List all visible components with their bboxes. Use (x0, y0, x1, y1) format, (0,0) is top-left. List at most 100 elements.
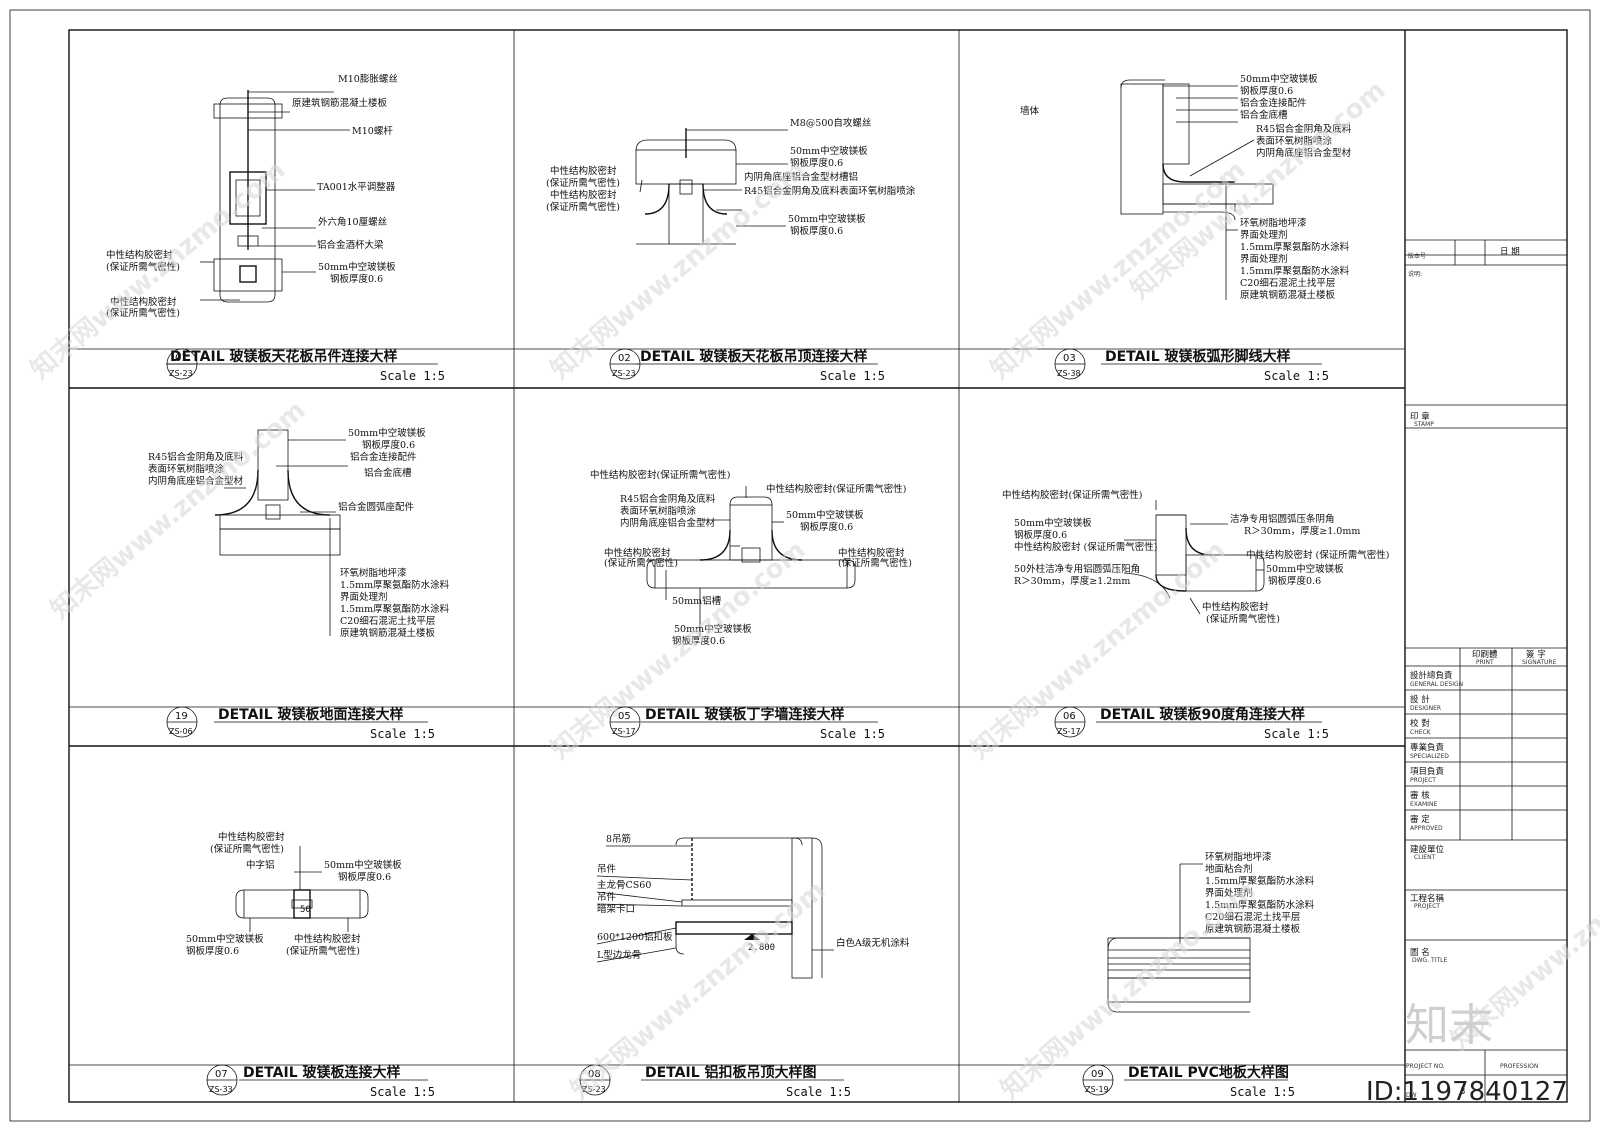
version-label: 版本号 (1408, 252, 1426, 260)
callout-label: 50mm中空玻镁板 (318, 261, 396, 273)
detail-07-drawing (235, 889, 369, 919)
callout-label: R＞30mm，厚度≥1.0mm (1244, 525, 1360, 537)
sheet-reference: ZS-23 (612, 369, 636, 378)
role-label: 審 定 (1410, 814, 1430, 825)
callout-label: 中性结构胶密封(保证所需气密性) (590, 469, 730, 481)
callout-label: 50 (300, 905, 311, 915)
callout-label: 原建筑钢筋混凝土楼板 (1240, 289, 1336, 301)
detail-05-drawing (646, 496, 856, 589)
callout-label: 铝合金圆弧座配件 (338, 501, 415, 513)
detail-06-drawing (1123, 514, 1265, 599)
annotation-labels: M10膨胀螺丝原建筑钢筋混凝土楼板M10螺杆TA001水平调整器外六角10厘螺丝… (106, 73, 1389, 963)
detail-scale: Scale 1:5 (820, 369, 885, 383)
callout-label: 吊件 (597, 891, 617, 903)
detail-scale: Scale 1:5 (1264, 727, 1329, 741)
callout-label: 原建筑钢筋混凝土楼板 (292, 97, 388, 109)
callout-label: 钢板厚度0.6 (362, 439, 415, 451)
detail-drawings (213, 79, 1274, 1013)
callout-label: 原建筑钢筋混凝土楼板 (340, 627, 436, 639)
callout-label: 中性结构胶密封 (保证所需气密性) (1014, 541, 1157, 553)
svg-text:PROJECT NO.: PROJECT NO. (1406, 1063, 1445, 1070)
svg-text:DWG. TITLE: DWG. TITLE (1412, 957, 1447, 964)
callout-label: (保证所需气密性) (604, 557, 678, 569)
callout-label: 环氧树脂地坪漆 (340, 567, 407, 579)
callout-label: 表面环氧树脂喷涂 (620, 505, 697, 517)
detail-scale: Scale 1:5 (1230, 1085, 1295, 1099)
svg-text:PROJECT: PROJECT (1414, 903, 1440, 910)
callout-label: (保证所需气密性) (210, 843, 284, 855)
callout-label: 洁净专用铝圆弧压条阴角 (1230, 513, 1335, 525)
svg-text:DW: DW (1406, 1092, 1417, 1099)
sheet-reference: ZS-23 (582, 1085, 606, 1094)
callout-label: R＞30mm，厚度≥1.2mm (1014, 575, 1130, 587)
role-label-en: GENERAL DESIGN (1410, 681, 1463, 688)
detail-number: 02 (618, 353, 631, 364)
svg-text:SIGNATURE: SIGNATURE (1522, 659, 1557, 666)
callout-label: 钢板厚度0.6 (186, 945, 239, 957)
stamp-label: 印 章 (1410, 411, 1430, 422)
svg-text:工程名稱: 工程名稱 (1410, 893, 1445, 904)
detail-08-drawing (675, 837, 823, 979)
callout-label: 50外柱洁净专用铝圆弧压阳角 (1014, 563, 1140, 575)
callout-label: 1.5mm厚聚氨酯防水涂料 (340, 603, 450, 615)
callout-label: 钢板厚度0.6 (672, 635, 725, 647)
callout-label: 铝合金底槽 (364, 467, 412, 479)
role-label-en: CHECK (1410, 729, 1432, 736)
callout-label: 铝合金底槽 (1240, 109, 1288, 121)
callout-label: 主龙骨CS60 (597, 879, 651, 891)
svg-text:PRINT: PRINT (1476, 659, 1494, 666)
callout-label: 50mm中空玻镁板 (790, 145, 868, 157)
callout-label: M10螺杆 (352, 125, 393, 137)
detail-scale: Scale 1:5 (786, 1085, 851, 1099)
watermark-id: ID:1197840127 (1366, 1077, 1568, 1107)
callout-label: 中性结构胶密封(保证所需气密性) (766, 483, 906, 495)
callout-label: 中性结构胶密封 (294, 933, 361, 945)
detail-number: 01 (175, 353, 188, 364)
detail-03-drawing (1120, 79, 1274, 221)
detail-number: 06 (1063, 711, 1076, 722)
svg-text:CLIENT: CLIENT (1414, 854, 1436, 861)
sheet-reference: ZS-06 (169, 727, 193, 736)
callout-label: 600*1200铝扣板 (597, 931, 673, 943)
callout-label: 50mm中空玻镁板 (1266, 563, 1344, 575)
callout-label: 界面处理剂 (1240, 229, 1288, 241)
callout-label: (保证所需气密性) (546, 201, 620, 213)
detail-number: 07 (215, 1069, 228, 1080)
callout-label: TA001水平调整器 (317, 181, 396, 193)
detail-scale: Scale 1:5 (380, 369, 445, 383)
callout-label: 内阴角底座铝合金型材 (620, 517, 716, 529)
callout-label: 环氧树脂地坪漆 (1240, 217, 1307, 229)
callout-label: C20细石混泥土找平层 (1205, 911, 1300, 923)
callout-label: 吊件 (597, 863, 617, 875)
detail-number: 08 (588, 1069, 601, 1080)
role-label-en: PROJECT (1410, 777, 1436, 784)
callout-label: 1.5mm厚聚氨酯防水涂料 (1205, 899, 1315, 911)
detail-title: DETAIL 玻镁板连接大样 (243, 1064, 401, 1081)
leader-line (596, 927, 677, 945)
detail-scale: Scale 1:5 (370, 1085, 435, 1099)
role-label-en: EXAMINE (1410, 801, 1437, 808)
callout-label: 钢板厚度0.6 (330, 273, 383, 285)
svg-text:STAMP: STAMP (1414, 421, 1434, 428)
callout-label: R45铝合金阴角及底料 (1256, 123, 1352, 135)
callout-label: (保证所需气密性) (838, 557, 912, 569)
callout-label: 钢板厚度0.6 (338, 871, 391, 883)
title-block: 版本号 日 期 说明: 印 章 STAMP 印刷體 PRINT 簽 字 SIGN… (1405, 239, 1567, 1102)
detail-19-drawing (214, 429, 341, 556)
callout-label: 中性结构胶密封 (106, 249, 173, 261)
callout-label: 界面处理剂 (340, 591, 388, 603)
callout-label: 钢板厚度0.6 (1014, 529, 1067, 541)
callout-label: 中性结构胶密封 (1202, 601, 1269, 613)
leader-line (639, 179, 643, 193)
role-label: 設計總負責 (1410, 670, 1453, 681)
callout-label: 中性结构胶密封 (550, 189, 617, 201)
sheet-reference: ZS-17 (1057, 727, 1081, 736)
note-label: 说明: (1408, 270, 1422, 278)
detail-number: 09 (1091, 1069, 1104, 1080)
callout-label: 铝合金连接配件 (1240, 97, 1307, 109)
detail-title: DETAIL 玻镁板天花板吊件连接大样 (170, 348, 398, 365)
callout-label: 表面环氧树脂喷涂 (1256, 135, 1333, 147)
detail-title: DETAIL 玻镁板地面连接大样 (218, 706, 404, 723)
